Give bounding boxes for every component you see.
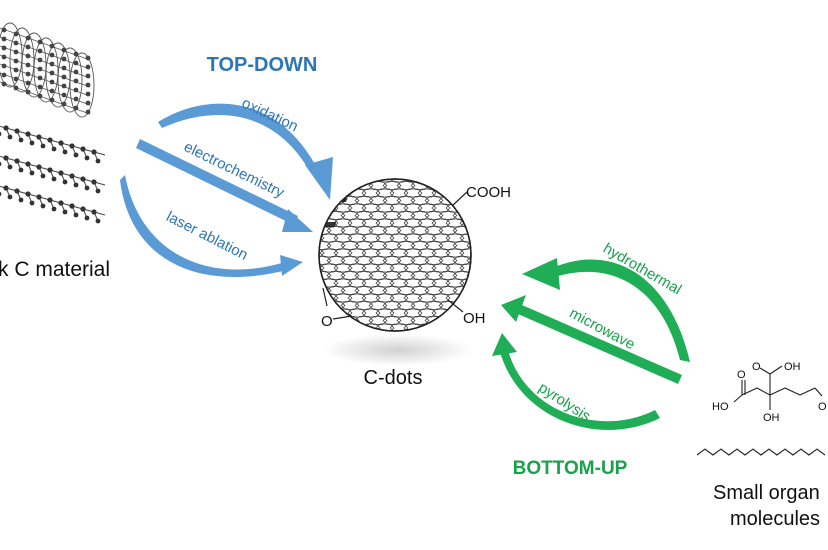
oxidation-arrow bbox=[158, 103, 318, 172]
bulk-carbon-illustration bbox=[0, 22, 106, 224]
electrochemistry-arrow bbox=[136, 139, 298, 225]
hydrothermal-arrowhead bbox=[522, 258, 560, 290]
bottom-up-title: BOTTOM-UP bbox=[513, 458, 628, 479]
cooh-group: COOH bbox=[466, 184, 511, 201]
pyrolysis-arrowhead bbox=[492, 333, 517, 356]
cdot-illustration bbox=[318, 178, 472, 332]
bulk-material-label: k C material bbox=[0, 258, 110, 281]
pyrolysis-arrow bbox=[500, 350, 660, 430]
atom-oh-bottom: OH bbox=[763, 412, 780, 424]
oh-group: OH bbox=[463, 310, 486, 327]
atom-o-top: O bbox=[752, 361, 761, 373]
cdot-shadow bbox=[323, 334, 473, 366]
microwave-arrow bbox=[518, 305, 682, 384]
citric-acid-structure bbox=[733, 365, 823, 410]
top-down-arrows bbox=[120, 103, 333, 277]
oxidation-arrowhead bbox=[305, 157, 333, 200]
o-group: O bbox=[321, 313, 333, 330]
laser-ablation-arrowhead bbox=[280, 255, 303, 276]
bottom-up-arrows bbox=[492, 258, 690, 430]
atom-oh-top: OH bbox=[784, 361, 801, 373]
laser-ablation-arrow bbox=[120, 175, 287, 277]
alkyl-chain bbox=[696, 448, 826, 456]
atom-o-left: O bbox=[737, 369, 746, 381]
atom-o-right: O bbox=[818, 401, 827, 413]
hydrothermal-arrow bbox=[548, 259, 690, 362]
electrochemistry-arrowhead bbox=[282, 209, 313, 232]
small-molecules-label-line2: molecules bbox=[730, 508, 820, 530]
microwave-arrowhead bbox=[501, 295, 526, 322]
top-down-title: TOP-DOWN bbox=[207, 54, 318, 76]
small-molecules-label-line1: Small organ bbox=[713, 482, 820, 504]
cdot-label: C-dots bbox=[364, 367, 423, 389]
atom-ho: HO bbox=[712, 401, 729, 413]
